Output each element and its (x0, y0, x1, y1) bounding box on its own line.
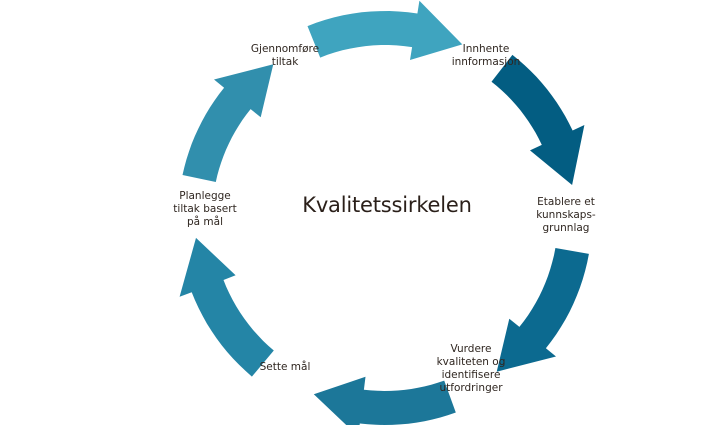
step-line: kvaliteten og (436, 356, 506, 368)
step-line: kunnskaps- (536, 209, 596, 221)
step-line: Sette mål (259, 361, 311, 373)
step-line: tiltak (271, 56, 299, 68)
arrow-planlegge-to-gjennomfore (182, 64, 274, 182)
step-line: utfordringer (439, 382, 503, 394)
step-line: Planlegge (179, 190, 231, 202)
step-line: identifisere (441, 369, 501, 381)
step-vurdere: Vurdere kvaliteten og identifisere utfor… (437, 343, 506, 395)
arrow-etablere-to-vurdere (496, 248, 589, 372)
step-line: grunnlag (542, 222, 590, 234)
arrow-sette-to-planlegge (179, 237, 274, 377)
step-line: på mål (186, 216, 224, 228)
step-planlegge: Planlegge tiltak basert på mål (173, 190, 236, 229)
arrow-vurdere-to-sette (313, 376, 456, 425)
step-line: Gjennomføre (250, 43, 320, 55)
step-line: Etablere et (537, 196, 595, 208)
step-innhente: Innhente innformasjon (452, 43, 521, 69)
step-gjennomfore: Gjennomføre tiltak (251, 43, 319, 69)
diagram-title: Kvalitetssirkelen (302, 193, 472, 217)
arrow-innhente-to-etablere (491, 54, 585, 186)
step-line: Innhente (462, 43, 510, 55)
step-sette: Sette mål (260, 361, 311, 374)
arrow-gjennomfore-to-innhente (307, 0, 463, 60)
step-line: innformasjon (451, 56, 521, 68)
step-line: tiltak basert (173, 203, 237, 215)
step-line: Vurdere (450, 343, 492, 355)
step-etablere: Etablere et kunnskaps- grunnlag (536, 196, 595, 235)
